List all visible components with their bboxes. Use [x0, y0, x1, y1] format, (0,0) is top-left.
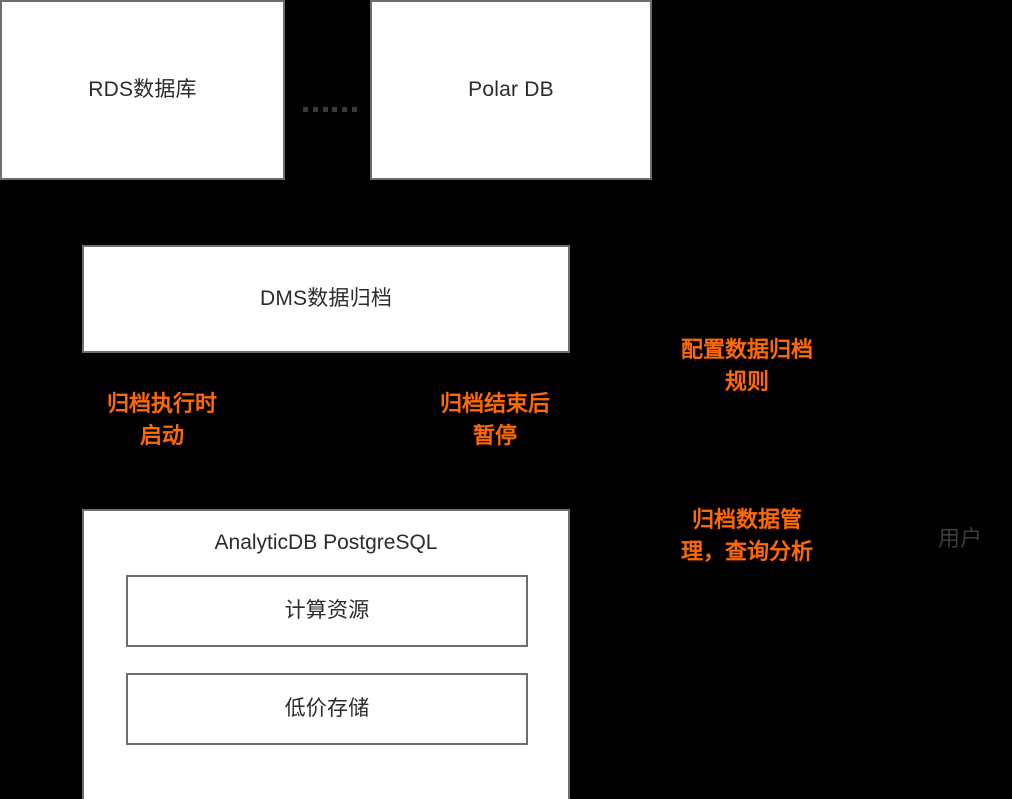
annotation-configure-archive-rules: 配置数据归档 规则 [680, 337, 813, 394]
label-user: 用户 [938, 526, 983, 551]
connector-dot [322, 106, 328, 112]
node-compute-resource[interactable]: 计算资源 [126, 575, 528, 647]
annotation-archive-start: 归档执行时 启动 [106, 391, 217, 448]
node-rds-database-label: RDS数据库 [88, 78, 197, 102]
node-dms-data-archive-label: DMS数据归档 [259, 287, 393, 311]
diagram-canvas: RDS数据库 Polar DB DMS数据归档 归档执行时 启动 归档结束后 暂… [0, 0, 983, 799]
node-analyticdb-postgresql-label: AnalyticDB PostgreSQL [214, 531, 438, 554]
connector-dot [303, 106, 308, 112]
connector-rds-to-polar-dotted [303, 106, 357, 112]
annotation-archive-data-management: 归档数据管 理，查询分析 [680, 507, 813, 564]
annotation-archive-pause: 归档结束后 暂停 [439, 391, 550, 448]
connector-dot [332, 106, 338, 112]
connector-dot [312, 106, 318, 112]
node-analyticdb-postgresql[interactable]: AnalyticDB PostgreSQL 计算资源 低价存储 [82, 509, 570, 799]
node-dms-data-archive[interactable]: DMS数据归档 [82, 245, 570, 353]
connector-dot [351, 106, 357, 112]
node-low-cost-storage-label: 低价存储 [284, 697, 370, 721]
connector-dot [342, 106, 348, 112]
node-compute-resource-label: 计算资源 [284, 599, 370, 623]
node-polar-db-label: Polar DB [468, 78, 554, 102]
node-rds-database[interactable]: RDS数据库 [0, 0, 285, 180]
node-low-cost-storage[interactable]: 低价存储 [126, 673, 528, 745]
node-polar-db[interactable]: Polar DB [370, 0, 652, 180]
